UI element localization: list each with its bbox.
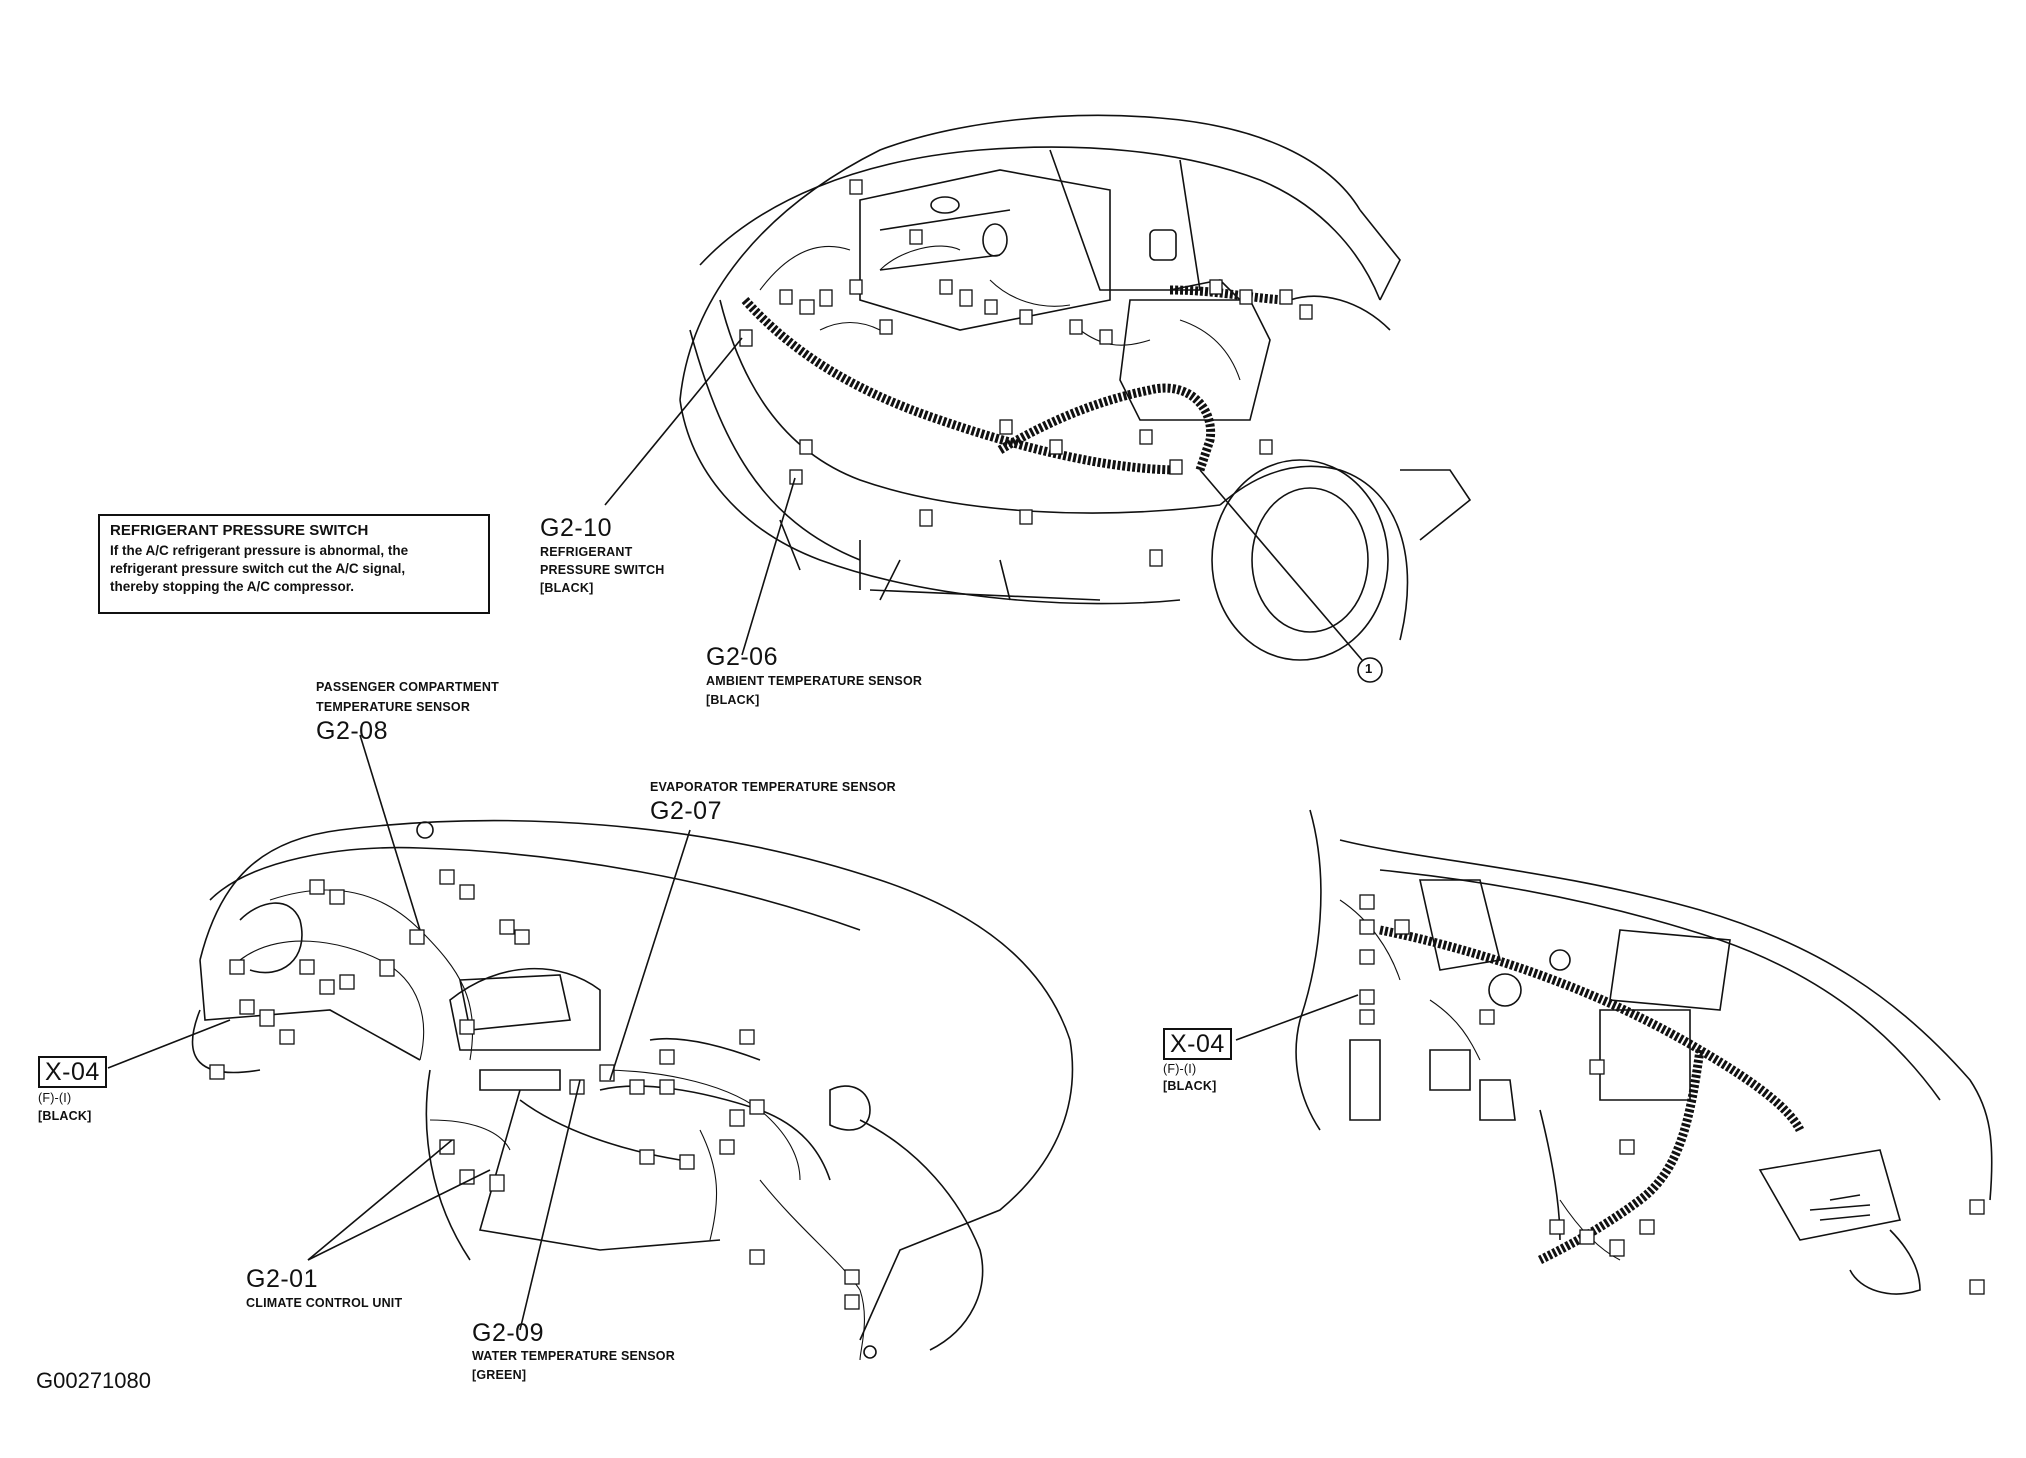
g2-07-leader-line — [609, 829, 691, 1081]
g2-01-desc: CLIMATE CONTROL UNIT — [246, 1296, 403, 1310]
x04-right-leader-line — [1235, 994, 1359, 1041]
dashboard-right-connectors — [1359, 894, 1985, 1295]
g2-01-leader-line-a — [307, 1139, 453, 1261]
x04-right-pins: (F)-(I) — [1163, 1062, 1197, 1076]
note-body: If the A/C refrigerant pressure is abnor… — [110, 543, 409, 595]
g2-09-code: G2-09 — [472, 1319, 544, 1347]
callout-1-leader-line — [1199, 469, 1363, 661]
g2-08-desc-line2: TEMPERATURE SENSOR — [316, 700, 471, 714]
engine-bay-connectors — [739, 179, 1313, 567]
g2-09-leader-line — [519, 1079, 581, 1331]
note-title: REFRIGERANT PRESSURE SWITCH — [110, 522, 369, 539]
x04-right-color: [BLACK] — [1163, 1079, 1217, 1093]
refrigerant-note-box: REFRIGERANT PRESSURE SWITCH If the A/C r… — [98, 514, 490, 614]
engine-bay-illustration — [604, 114, 1472, 683]
x04-left-leader-line — [107, 1019, 231, 1069]
g2-10-desc-line2: PRESSURE SWITCH — [540, 563, 665, 577]
g2-10-desc-line1: REFRIGERANT — [540, 545, 633, 559]
g2-10-color: [BLACK] — [540, 581, 594, 595]
dashboard-right-illustration — [1235, 809, 1993, 1295]
g2-09-color: [GREEN] — [472, 1368, 527, 1382]
x04-left-color: [BLACK] — [38, 1109, 92, 1123]
g2-06-color: [BLACK] — [706, 693, 760, 707]
g2-07-desc: EVAPORATOR TEMPERATURE SENSOR — [650, 780, 896, 794]
g2-10-leader-line — [604, 337, 743, 506]
g2-01-leader-line-b — [307, 1169, 491, 1261]
g2-08-desc-line1: PASSENGER COMPARTMENT — [316, 680, 499, 694]
g2-08-leader-line — [359, 734, 421, 931]
g2-10-code: G2-10 — [540, 514, 612, 542]
callout-1-number: 1 — [1365, 661, 1373, 676]
x04-left-pins: (F)-(I) — [38, 1091, 72, 1105]
g2-07-code: G2-07 — [650, 797, 722, 825]
callout-1-circle — [1357, 657, 1383, 683]
g2-09-desc: WATER TEMPERATURE SENSOR — [472, 1349, 675, 1363]
dashboard-left-illustration — [107, 734, 1074, 1361]
x04-right-code: X-04 — [1163, 1028, 1232, 1060]
dashboard-left-connectors — [209, 869, 860, 1310]
x04-left-code: X-04 — [38, 1056, 107, 1088]
g2-08-code: G2-08 — [316, 717, 388, 745]
g2-06-code: G2-06 — [706, 643, 778, 671]
g2-01-code: G2-01 — [246, 1265, 318, 1293]
g2-06-leader-line — [741, 477, 796, 656]
g2-06-desc: AMBIENT TEMPERATURE SENSOR — [706, 674, 923, 688]
figure-id: G00271080 — [36, 1368, 151, 1393]
